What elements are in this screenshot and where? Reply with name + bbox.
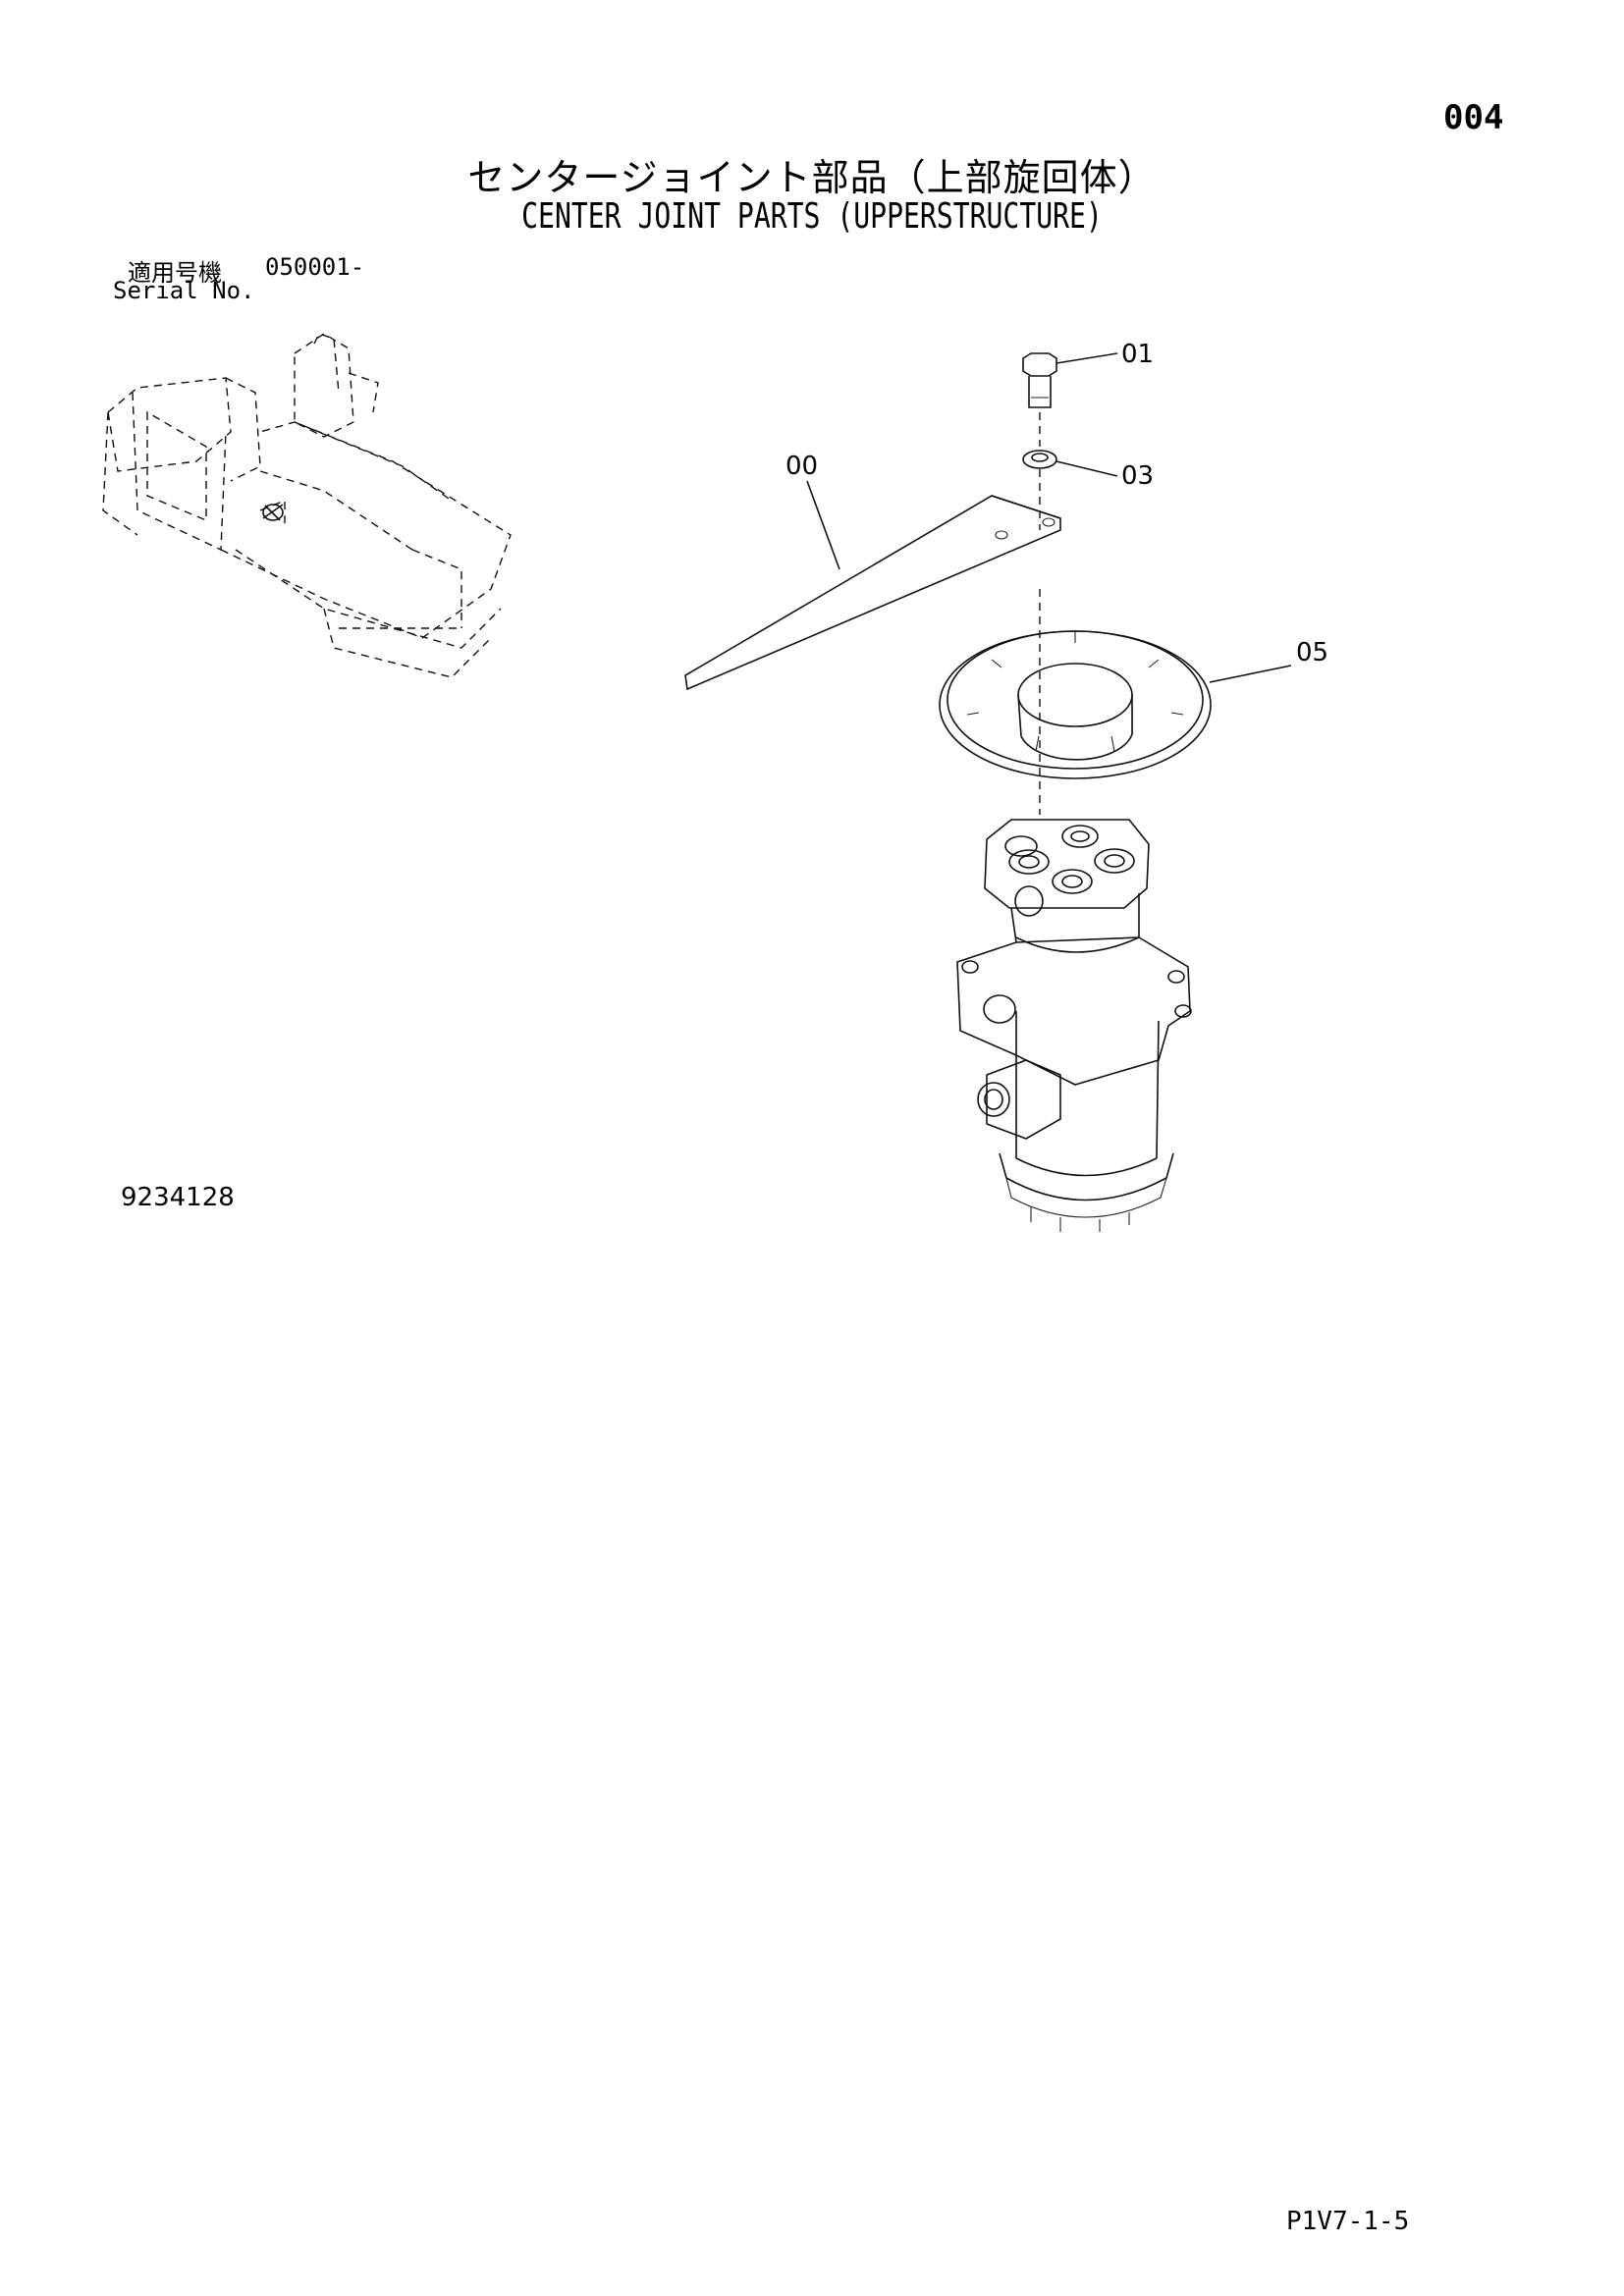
callout-label-05: 05 (1296, 638, 1329, 667)
seal-ring-part-icon (939, 630, 1212, 779)
washer-part-icon (1022, 450, 1057, 469)
callout-label-01: 01 (1121, 340, 1155, 369)
serial-label-japanese: 適用号機 (128, 259, 222, 287)
footer-code: P1V7-1-5 (1286, 2207, 1410, 2236)
excavator-locator-illustration (102, 333, 512, 678)
plate-part-icon (684, 495, 1061, 691)
callout-label-00: 00 (785, 452, 819, 481)
page-title-japanese: センタージョイント部品（上部旋回体） (467, 156, 1157, 199)
callout-label-03: 03 (1121, 461, 1155, 491)
center-joint-body-icon (956, 819, 1192, 1232)
page-title-english: CENTER JOINT PARTS (UPPERSTRUCTURE) (521, 196, 1103, 237)
serial-label-english: Serial No. (113, 277, 255, 304)
serial-range: 050001- (265, 253, 365, 281)
bolt-part-icon (1022, 352, 1057, 408)
page-number: 004 (1443, 98, 1504, 137)
drawing-number: 9234128 (121, 1183, 235, 1212)
